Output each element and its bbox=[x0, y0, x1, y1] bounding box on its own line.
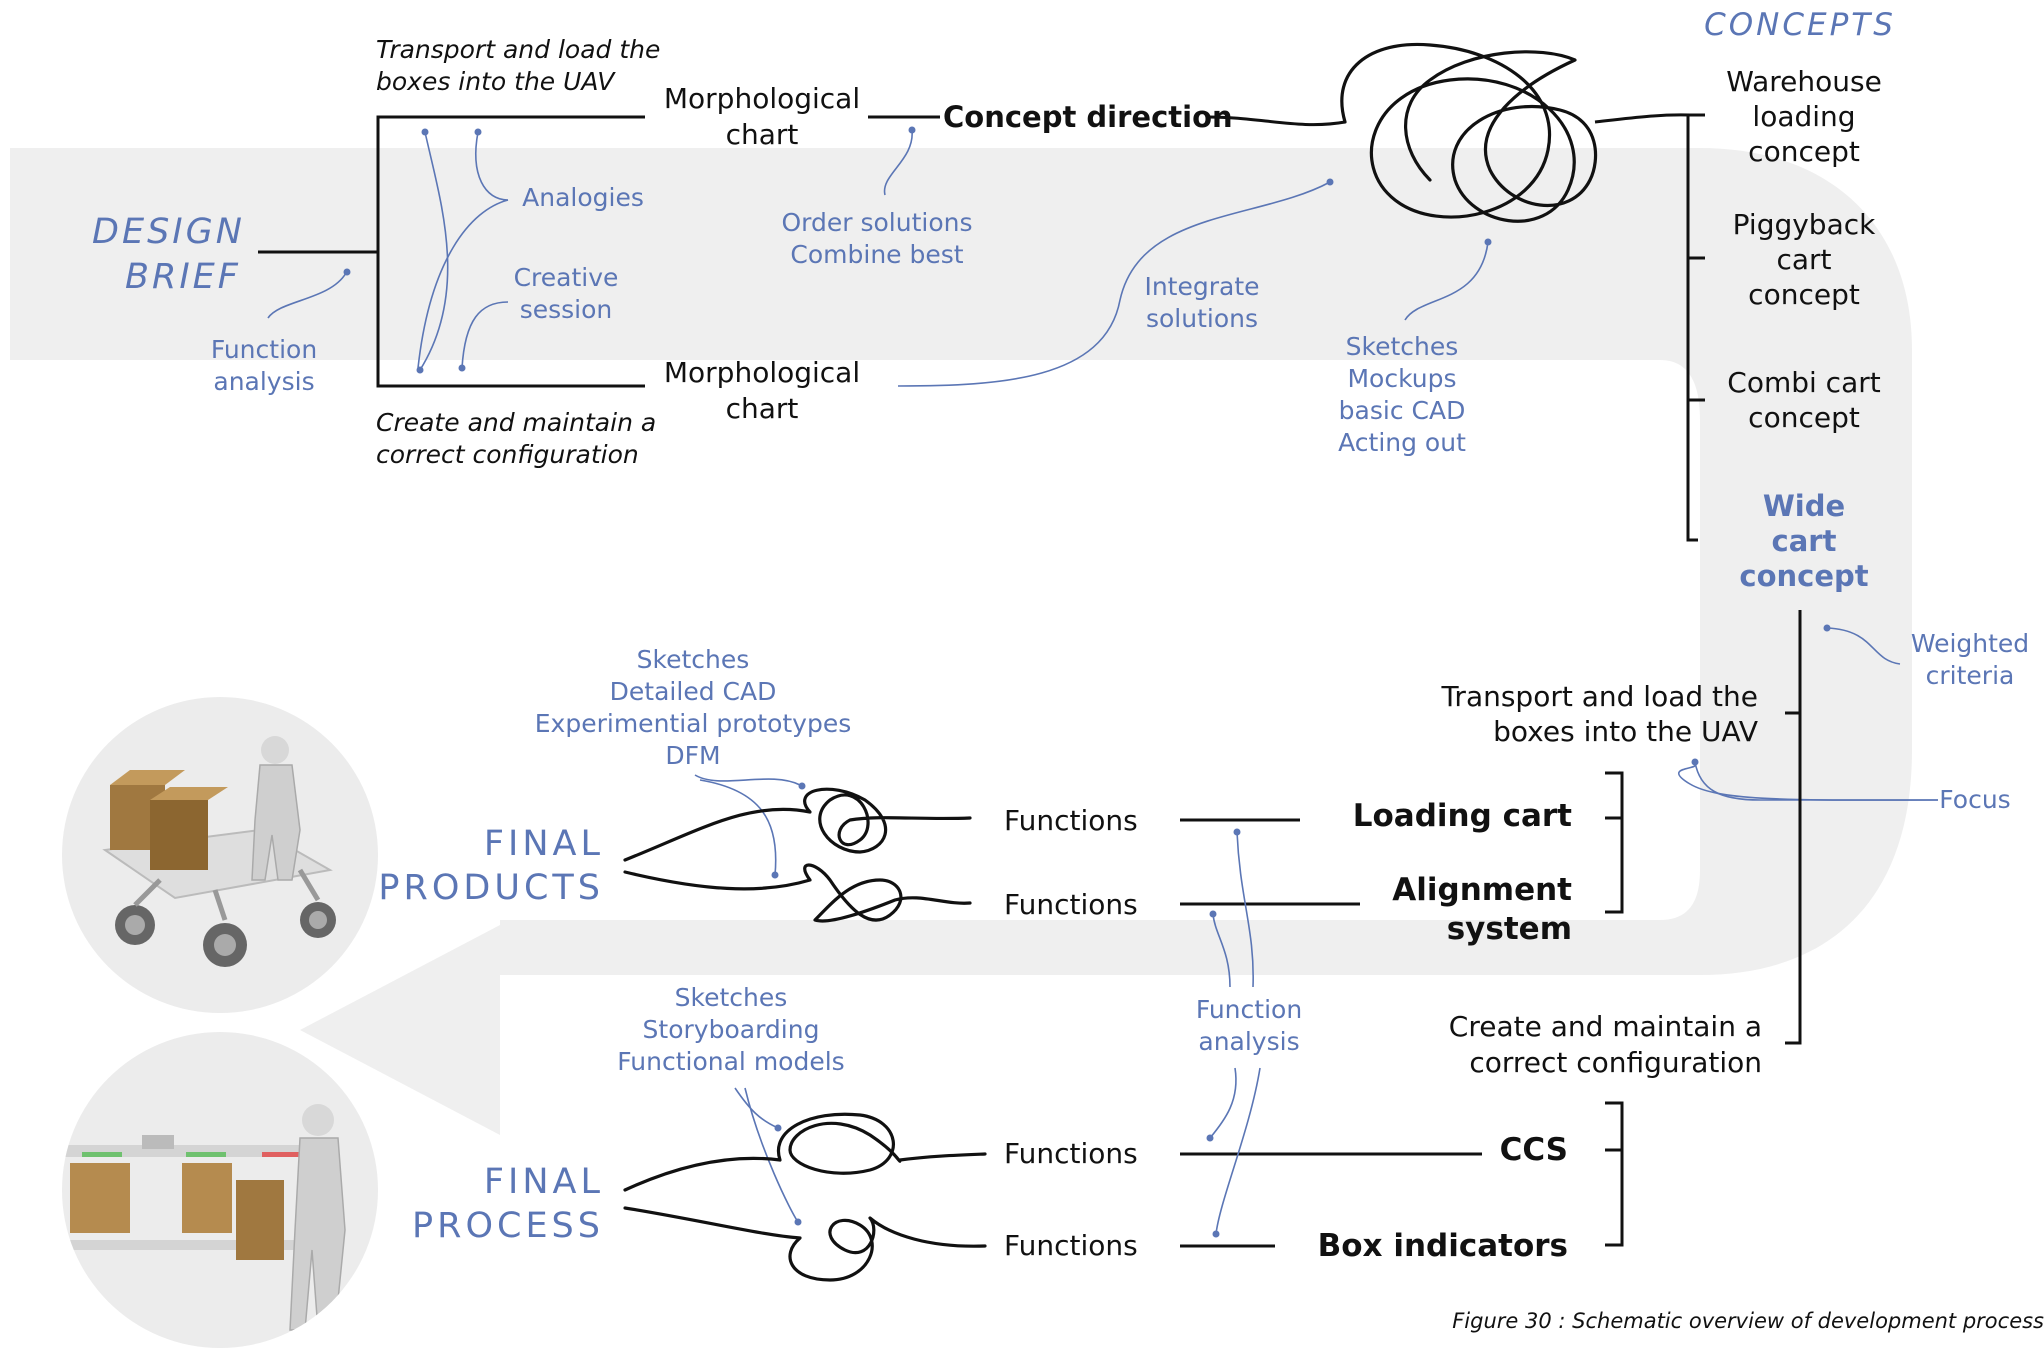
final-process-2: PROCESS bbox=[412, 1206, 604, 1246]
final-products-2: PRODUCTS bbox=[378, 868, 604, 908]
final-process-1: FINAL bbox=[484, 1162, 604, 1202]
alignment-2: system bbox=[1447, 911, 1572, 947]
functions-2: Functions bbox=[1004, 888, 1138, 921]
wide-subgoal-bottom-2: correct configuration bbox=[1469, 1046, 1762, 1079]
concept-wide-3: concept bbox=[1739, 559, 1868, 593]
top-tools-2: Mockups bbox=[1347, 364, 1456, 393]
top-tools-3: basic CAD bbox=[1339, 396, 1466, 425]
process-scribbles bbox=[623, 1112, 987, 1282]
weighted-criteria-1: Weighted bbox=[1911, 629, 2029, 658]
creative-session-1: Creative bbox=[514, 263, 619, 292]
concepts-connector bbox=[1594, 113, 1691, 124]
top-tools-4: Acting out bbox=[1338, 428, 1466, 457]
proc-tools-1: Sketches bbox=[675, 983, 788, 1012]
concept-warehouse-3: concept bbox=[1748, 135, 1860, 168]
ccs-label: CCS bbox=[1500, 1132, 1568, 1168]
wide-subgoal-bottom-1: Create and maintain a bbox=[1449, 1010, 1762, 1043]
creative-session-2: session bbox=[520, 295, 613, 324]
analogies-label: Analogies bbox=[522, 183, 644, 212]
process-bracket bbox=[1605, 1101, 1624, 1247]
subgoal-top-1: Transport and load the bbox=[376, 35, 660, 64]
concept-combi-1: Combi cart bbox=[1727, 366, 1880, 399]
integrate-solutions-1: Integrate bbox=[1144, 272, 1259, 301]
loading-cart: Loading cart bbox=[1353, 798, 1572, 834]
proc-tools-2: Storyboarding bbox=[643, 1015, 820, 1044]
functions-1: Functions bbox=[1004, 804, 1138, 837]
prod-tools-4: DFM bbox=[665, 741, 720, 770]
concept-piggyback-2: cart bbox=[1776, 243, 1831, 276]
concept-wide-1: Wide bbox=[1763, 489, 1845, 523]
concept-combi-2: concept bbox=[1748, 401, 1860, 434]
final-products-1: FINAL bbox=[484, 824, 604, 864]
morph-chart-bottom-2: chart bbox=[726, 392, 799, 425]
function-analysis-links bbox=[1206, 828, 1261, 1238]
function-analysis-bottom-2: analysis bbox=[1198, 1027, 1299, 1056]
ccs-image bbox=[62, 1032, 378, 1348]
morph-chart-top-2: chart bbox=[726, 118, 799, 151]
subgoal-bottom-2: correct configuration bbox=[376, 440, 639, 469]
product-bracket bbox=[1605, 771, 1624, 914]
prod-tools-3: Experimential prototypes bbox=[535, 709, 851, 738]
concepts-title: CONCEPTS bbox=[1704, 7, 1896, 43]
ideation-scribble bbox=[1340, 42, 1598, 223]
top-annotations bbox=[267, 126, 1492, 387]
loading-cart-image bbox=[62, 697, 378, 1013]
combine-best: Combine best bbox=[790, 240, 963, 269]
brief-bracket bbox=[376, 115, 645, 388]
concept-piggyback-3: concept bbox=[1748, 278, 1860, 311]
morph-chart-top-1: Morphological bbox=[664, 82, 860, 115]
product-scribbles bbox=[623, 787, 972, 923]
flow-band bbox=[10, 148, 1912, 1135]
morph-chart-bottom-1: Morphological bbox=[664, 356, 860, 389]
concept-direction: Concept direction bbox=[943, 100, 1233, 134]
box-indicators: Box indicators bbox=[1318, 1228, 1568, 1264]
prod-tools-1: Sketches bbox=[637, 645, 750, 674]
subgoal-bottom-1: Create and maintain a bbox=[376, 408, 656, 437]
integrate-solutions-2: solutions bbox=[1146, 304, 1258, 333]
order-solutions: Order solutions bbox=[781, 208, 972, 237]
function-analysis-top-2: analysis bbox=[213, 367, 314, 396]
concept-wide-2: cart bbox=[1772, 524, 1837, 558]
concept-warehouse-2: loading bbox=[1752, 100, 1855, 133]
wide-subgoal-top-2: boxes into the UAV bbox=[1493, 715, 1758, 748]
design-brief-line1: DESIGN bbox=[92, 212, 245, 252]
design-brief-line2: BRIEF bbox=[125, 257, 241, 297]
function-analysis-top-1: Function bbox=[211, 335, 317, 364]
functions-3: Functions bbox=[1004, 1137, 1138, 1170]
direction-connector bbox=[1207, 115, 1346, 127]
alignment-1: Alignment bbox=[1392, 872, 1572, 908]
weighted-criteria-2: criteria bbox=[1926, 661, 2015, 690]
focus-label: Focus bbox=[1939, 785, 2010, 814]
prod-tools-2: Detailed CAD bbox=[610, 677, 777, 706]
concept-warehouse-1: Warehouse bbox=[1726, 65, 1882, 98]
function-analysis-bottom-1: Function bbox=[1196, 995, 1302, 1024]
top-tools-1: Sketches bbox=[1346, 332, 1459, 361]
wide-subgoal-top-1: Transport and load the bbox=[1440, 680, 1758, 713]
functions-4: Functions bbox=[1004, 1229, 1138, 1262]
figure-caption: Figure 30 : Schematic overview of develo… bbox=[1452, 1309, 2044, 1333]
wide-cart-bracket bbox=[1785, 610, 1802, 1045]
concept-piggyback-1: Piggyback bbox=[1733, 208, 1876, 241]
subgoal-top-2: boxes into the UAV bbox=[376, 67, 616, 96]
proc-tools-3: Functional models bbox=[617, 1047, 844, 1076]
